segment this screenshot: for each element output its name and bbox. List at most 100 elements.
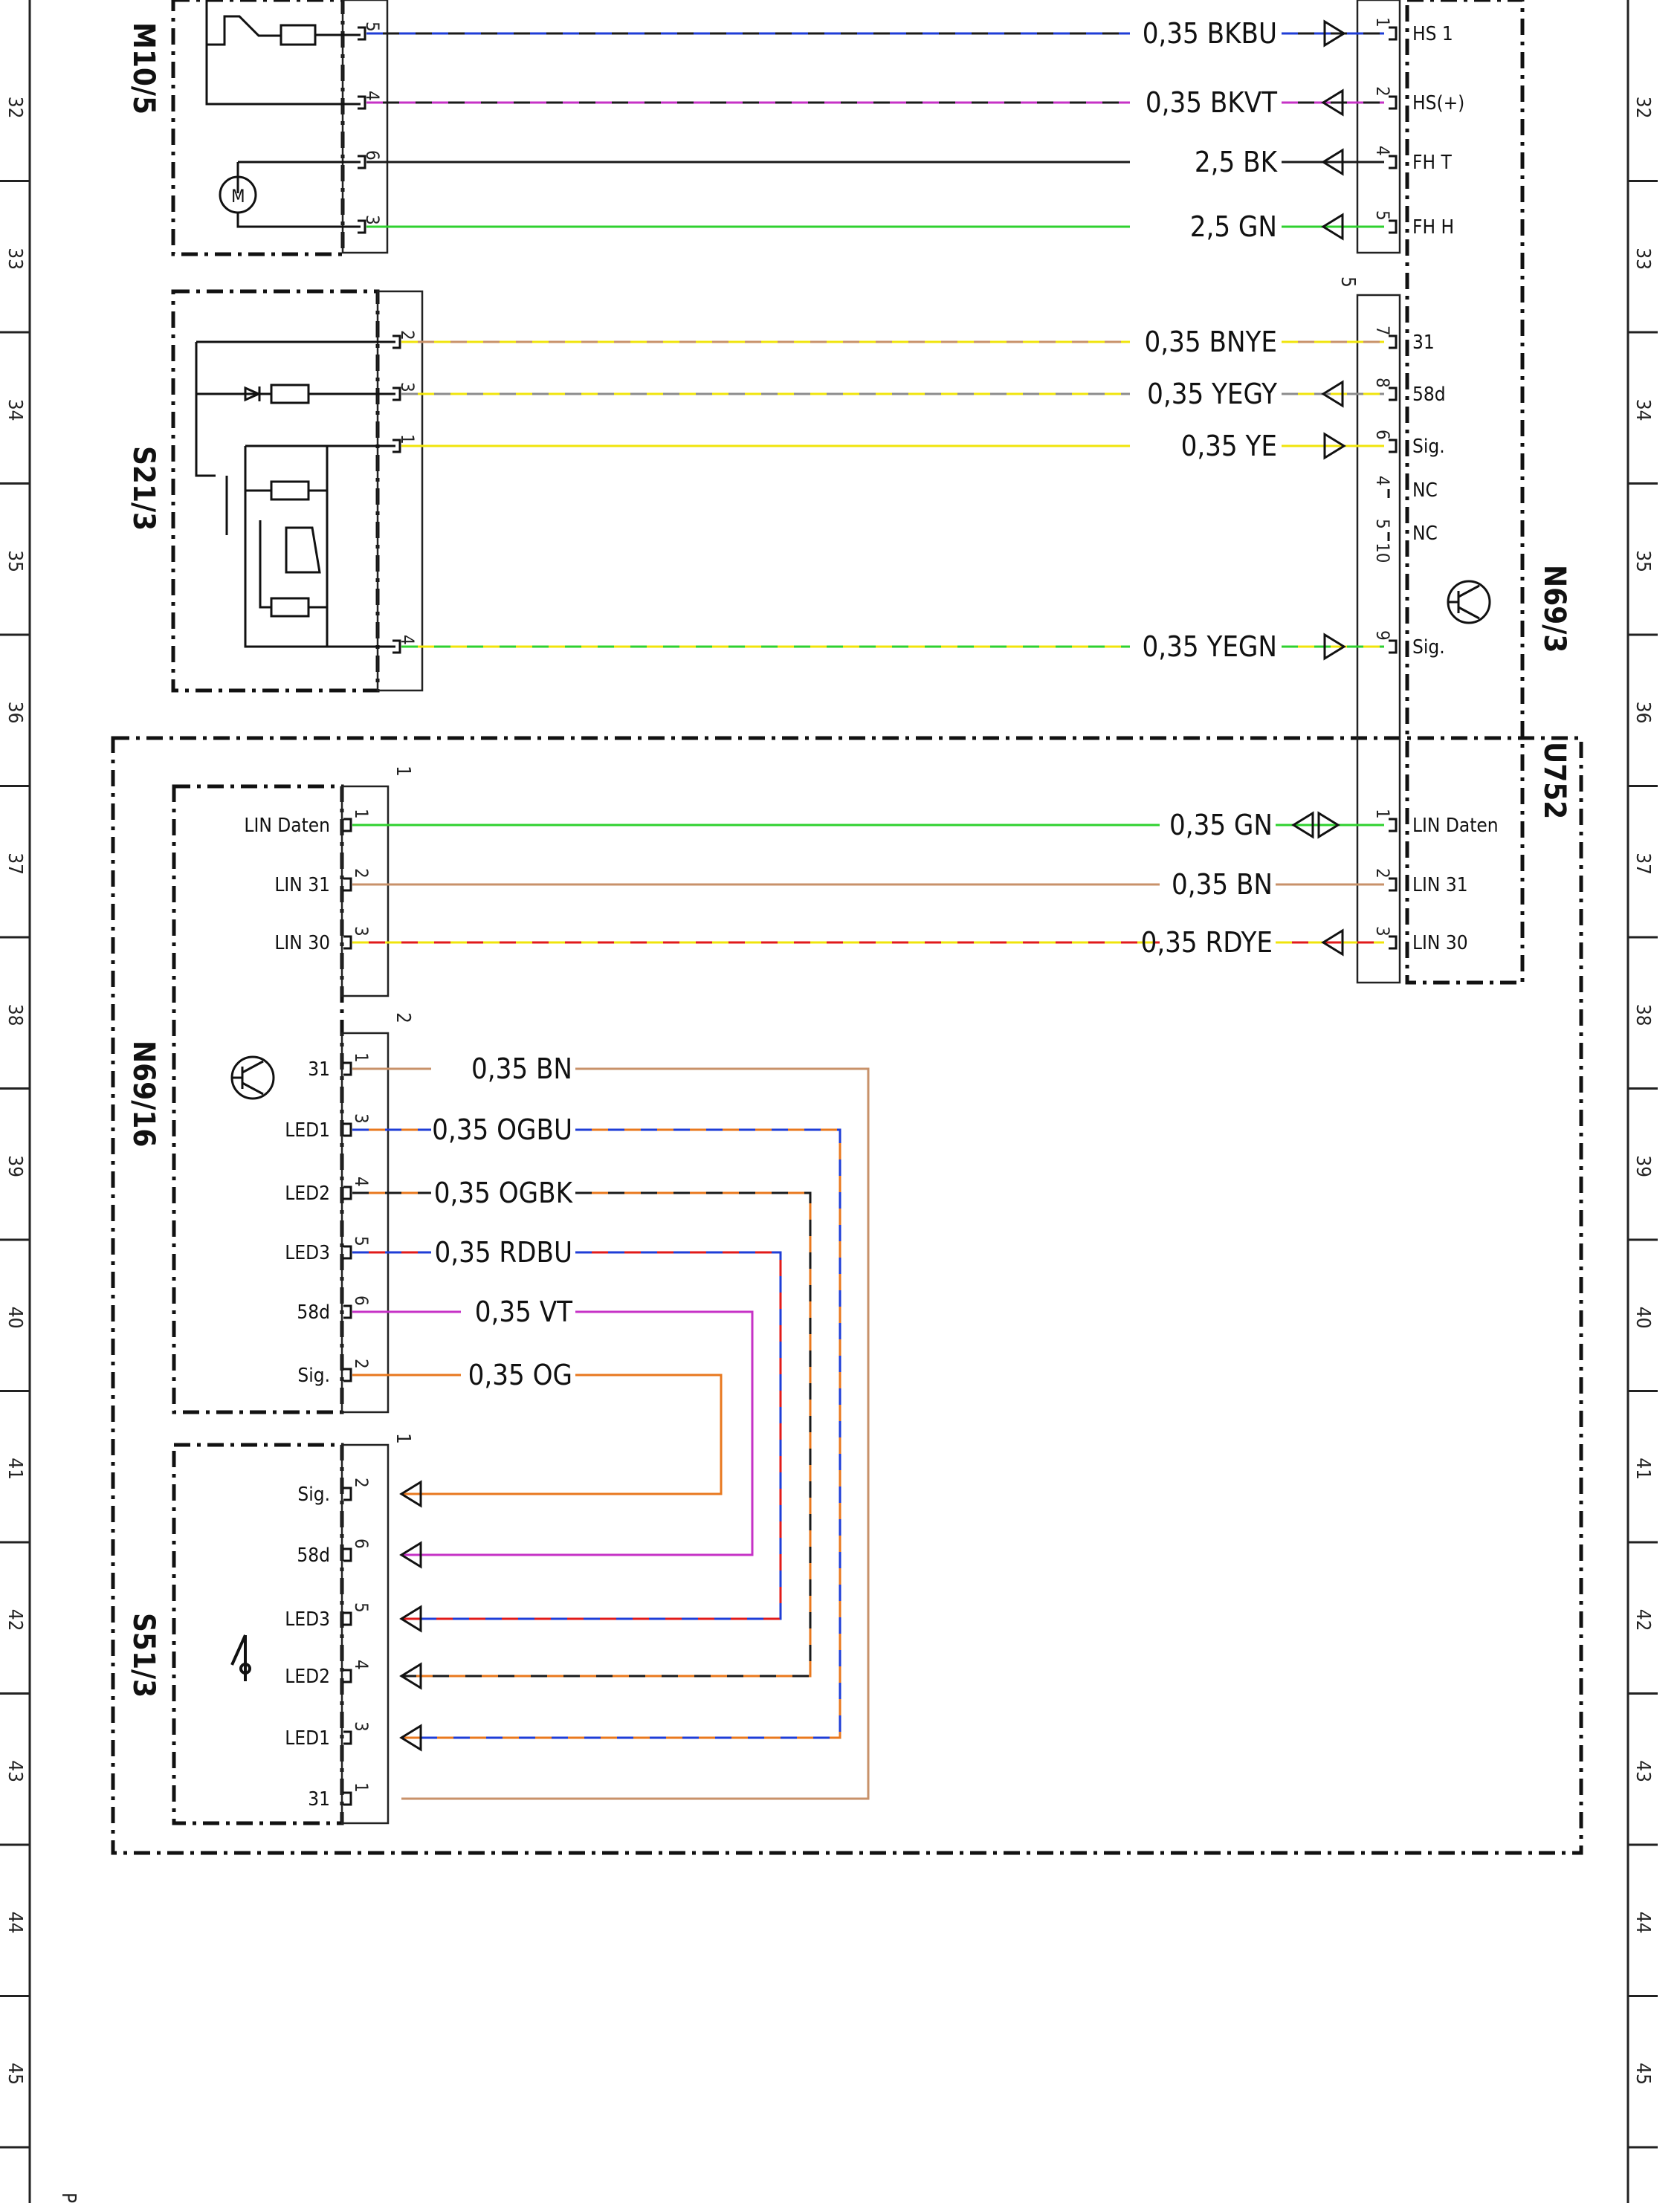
s51-3-pin-label: 31	[308, 1788, 330, 1811]
wire-label: 2,5 GN	[1190, 210, 1277, 243]
frame-row-number: 41	[4, 1458, 26, 1480]
left-pin-number: 2	[397, 330, 418, 340]
frame-row-number: 36	[4, 702, 26, 724]
wire-label: 0,35 YEGY	[1147, 378, 1277, 410]
transistor-icon-n69-3	[1447, 580, 1491, 624]
s21-3-internal-circuit	[195, 340, 395, 648]
signal-arrow-icon	[1321, 380, 1344, 408]
right-pin-label: LIN Daten	[1412, 815, 1499, 837]
frame-row-number: 45	[4, 2063, 26, 2085]
right-pin-label: FH H	[1412, 216, 1454, 239]
right-pin-number: 6	[1372, 430, 1393, 440]
frame-row-number: 32	[1632, 97, 1654, 119]
left-pin-number: 5	[362, 22, 383, 32]
wire-run	[401, 1310, 754, 1556]
frame-row-number: 43	[4, 1760, 26, 1782]
pin-terminal	[343, 1487, 352, 1501]
switch-icon-s51-3	[230, 1634, 251, 1681]
nc-pin-label: NC	[1412, 523, 1438, 545]
right-pin-number: 1	[1372, 809, 1393, 819]
component-label-u752: U752	[1537, 742, 1571, 819]
s51-3-pin-label: Sig.	[297, 1484, 330, 1506]
left-pin-label: LIN Daten	[244, 815, 330, 837]
right-pin-number: 7	[1372, 326, 1393, 336]
n69-16-pin-number: 5	[351, 1236, 372, 1246]
left-pin-number: 4	[397, 635, 418, 645]
component-label-s51-3: S51/3	[126, 1613, 161, 1698]
s51-3-pin-number: 6	[351, 1539, 372, 1549]
right-pin-label: 31	[1412, 331, 1435, 354]
pin-terminal	[392, 334, 401, 349]
right-pin-label: FH T	[1412, 152, 1452, 174]
frame-right-strip: 323334353637383940414243444546	[1628, 97, 1658, 2149]
pin-terminal	[343, 935, 352, 950]
pin-terminal	[343, 1547, 352, 1562]
signal-arrow-icon	[1323, 633, 1346, 661]
signal-arrow-icon	[1323, 432, 1346, 460]
frame-row-number: 42	[4, 1609, 26, 1631]
m10-5-connector	[341, 0, 389, 254]
pin-terminal	[343, 1730, 352, 1745]
pin-terminal	[392, 439, 401, 453]
frame-left-strip: 323334353637383940414243444546	[0, 97, 30, 2149]
wire-label: 0,35 RDBU	[434, 1236, 572, 1269]
frame-row-number: 34	[4, 399, 26, 421]
pin-terminal	[358, 26, 366, 41]
wire-label: 0,35 BKBU	[1143, 17, 1277, 50]
page-frame	[28, 0, 1629, 2203]
wire-label: 0,35 OGBU	[432, 1113, 572, 1146]
n69-16-pin-label: LED3	[285, 1242, 330, 1264]
signal-arrow-icon	[399, 1541, 422, 1569]
footer-text: PE	[57, 2193, 80, 2203]
signal-arrow-icon	[1321, 88, 1344, 117]
pin-terminal	[1389, 95, 1398, 110]
pin-terminal	[343, 877, 352, 892]
n69-3-connector-number: 5	[1337, 276, 1359, 288]
pin-terminal	[1389, 877, 1398, 892]
pin-terminal	[343, 1368, 352, 1382]
frame-row-number: 32	[4, 97, 26, 119]
wire-label: 0,35 RDYE	[1141, 926, 1273, 959]
pin-terminal	[343, 1122, 352, 1137]
right-pin-number: 9	[1372, 630, 1393, 641]
right-pin-number: 8	[1372, 378, 1393, 388]
nc-pin-number: 10	[1372, 543, 1393, 563]
pin-terminal	[358, 155, 366, 169]
s51-3-pin-number: 4	[351, 1660, 372, 1670]
right-pin-number: 2	[1372, 86, 1393, 97]
pin-terminal	[343, 1304, 352, 1319]
nc-pin-number: 4	[1372, 476, 1393, 486]
signal-arrow-icon	[399, 1662, 422, 1690]
frame-row-number: 43	[1632, 1760, 1654, 1782]
signal-arrow-icon	[399, 1605, 422, 1633]
frame-row-number: 40	[4, 1307, 26, 1329]
n69-16-connector-1-number: 1	[392, 766, 414, 777]
frame-row-number: 37	[1632, 853, 1654, 875]
n69-16-pin-label: 58d	[297, 1301, 330, 1324]
led-icon	[244, 386, 262, 402]
pin-terminal	[1389, 386, 1398, 401]
pin-terminal	[1389, 219, 1398, 234]
n69-16-pin-label: Sig.	[297, 1365, 330, 1387]
right-pin-number: 3	[1372, 926, 1393, 936]
u752-box	[111, 736, 1583, 1855]
s51-3-connector-1-number: 1	[392, 1433, 414, 1444]
frame-row-number: 33	[1632, 248, 1654, 270]
left-pin-label: LIN 31	[274, 874, 330, 896]
pin-terminal	[392, 639, 401, 654]
motor-icon: M	[219, 175, 257, 214]
frame-row-number: 40	[1632, 1307, 1654, 1329]
n69-16-pin-number: 6	[351, 1295, 372, 1306]
pin-terminal	[343, 1669, 352, 1683]
signal-arrow-icon	[399, 1724, 422, 1752]
wire-label: 2,5 BK	[1195, 146, 1279, 178]
